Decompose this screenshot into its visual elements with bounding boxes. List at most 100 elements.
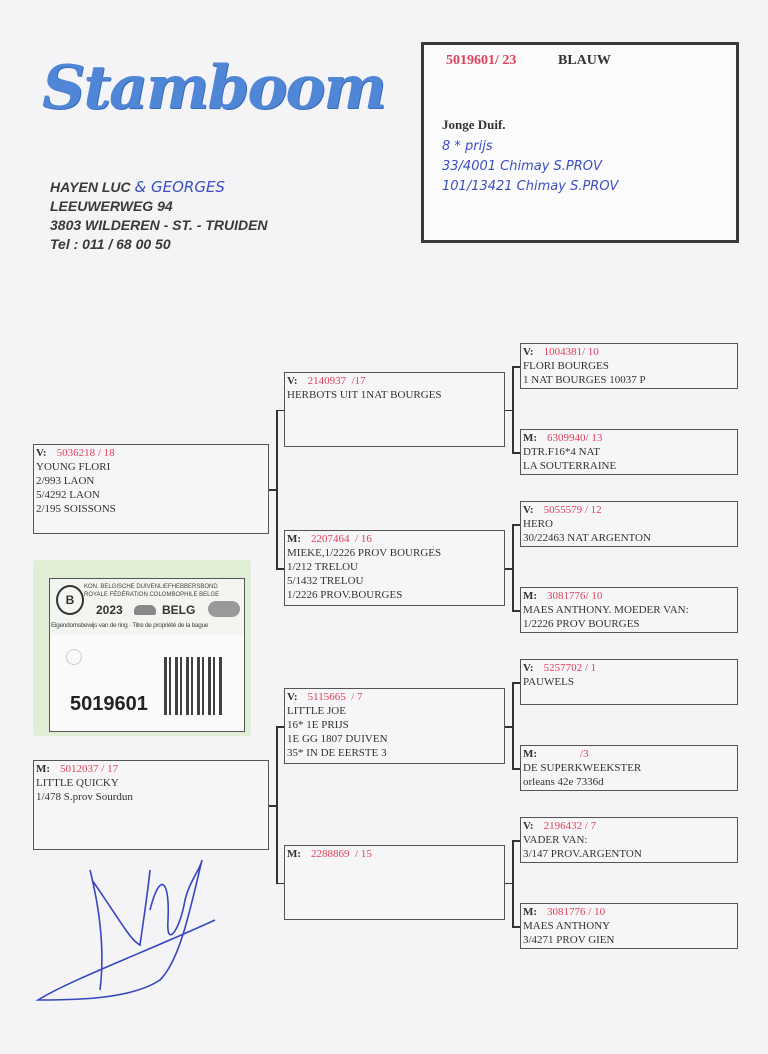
pedigree-line: 3/4271 PROV GIEN [523,934,615,946]
org-line-2: ROYALE FÉDÉRATION COLOMBOPHILE BELGE [84,592,220,598]
connector-line [512,768,520,770]
parent-role: V: [287,375,298,387]
gen2-sire-box: V: 5115665 / 7 LITTLE JOE 16* 1E PRIJS 1E GG… [284,688,505,764]
parent-role: V: [523,820,534,832]
gen3-sire-box: V: 5257702 / 1 PAUWELS [520,659,738,705]
gen1-dam-box: M: 5012037 / 17 LITTLE QUICKY 1/478 S.prov … [33,760,269,850]
ring-number: 5115665 / 7 [307,691,363,703]
fci-logo-icon [208,601,240,617]
pigeon-info-box: 5019601/ 23 BLAUW Jonge Duif. 8 * prijs … [421,42,739,243]
connector-line [512,682,514,768]
parent-role: V: [36,447,47,459]
pedigree-line: 1 NAT BOURGES 10037 P [523,374,646,386]
pedigree-line: MAES ANTHONY [523,920,611,932]
ring-number: 5055579 / 12 [543,504,602,516]
ring-country: BELG [162,603,196,617]
ring-number: 5012037 / 17 [60,763,119,775]
connector-line [512,452,520,454]
pedigree-line: 1/478 S.prov Sourdun [36,791,133,803]
connector-line [269,805,276,807]
connector-line [512,366,520,368]
org-line-1: KON. BELGISCHE DUIVENLIEFHEBBERSBOND [84,584,218,590]
pedigree-line: 1E GG 1807 DUIVEN [287,733,388,745]
card-title: Eigendomsbewijs van de ring · Titre de p… [51,622,209,629]
ring-number: 1004381/ 10 [543,346,599,358]
pedigree-line: LITTLE QUICKY [36,777,119,789]
owner-street: LEEUWERWEG 94 [50,198,173,214]
connector-line [276,409,278,568]
pigeon-color: BLAUW [558,53,611,68]
gen3-dam-box: M: 6309940/ 13 DTR.F16*4 NAT LA SOUTERRAINE [520,429,738,475]
parent-role: V: [287,691,298,703]
pedigree-line: 5/1432 TRELOU [287,575,364,587]
parent-role: M: [36,763,51,775]
pedigree-line: LITTLE JOE [287,705,346,717]
pedigree-line: DTR.F16*4 NAT [523,446,601,458]
connector-line [505,726,512,728]
connector-line [512,840,514,926]
ring-number: 5257702 / 1 [543,662,597,674]
pedigree-line: LA SOUTERRAINE [523,460,617,472]
crown-icon [134,605,156,615]
ring-number: 2288869 / 15 [311,848,372,860]
connector-line [276,882,284,884]
connector-line [512,610,520,612]
connector-line [512,926,520,928]
pedigree-line: 1/2226 PROV BOURGES [523,618,640,630]
ring-number: 3081776/ 10 [547,590,603,602]
pedigree-line: FLORI BOURGES [523,360,609,372]
connector-line [512,682,520,684]
connector-line [505,568,512,570]
ring-number: 2207464 / 16 [311,533,372,545]
pigeon-category: Jonge Duif. [442,117,506,132]
gen1-sire-box: V: 5036218 / 18 YOUNG FLORI 2/993 LAON 5/429… [33,444,269,534]
connector-line [512,366,514,452]
owner-handwritten-addition: & GEORGES [134,178,225,196]
parent-role: M: [523,432,538,444]
handwritten-result: 101/13421 Chimay S.PROV [442,179,619,194]
ring-number: /3 [547,748,589,760]
pedigree-line: 2/993 LAON [36,475,95,487]
pedigree-line: 2/195 SOISSONS [36,503,116,515]
federation-logo-icon: B [56,585,84,615]
pedigree-line: YOUNG FLORI [36,461,111,473]
parent-role: V: [523,662,534,674]
pedigree-line: MIEKE,1/2226 PROV BOURGES [287,547,442,559]
connector-line [512,524,520,526]
pedigree-line: orleans 42e 7336d [523,776,604,788]
pedigree-line: 1/2226 PROV.BOURGES [287,589,403,601]
pedigree-line: VADER VAN: [523,834,588,846]
gen3-dam-box: M: 3081776 / 10 MAES ANTHONY 3/4271 PROV GI… [520,903,738,949]
qr-code [164,657,222,715]
parent-role: M: [523,590,538,602]
handwritten-result: 8 * prijs [442,139,493,154]
connector-line [276,568,284,570]
connector-line [276,726,278,883]
pedigree-line: 5/4292 LAON [36,489,100,501]
pedigree-line: PAUWELS [523,676,574,688]
parent-role: M: [523,748,538,760]
ring-number: 3081776 / 10 [547,906,606,918]
parent-role: V: [523,504,534,516]
connector-line [505,409,512,411]
pedigree-line: 16* 1E PRIJS [287,719,349,731]
owner-phone: Tel : 011 / 68 00 50 [50,236,171,252]
connector-line [505,882,512,884]
connector-line [276,409,284,411]
punch-hole [66,649,82,665]
pedigree-line: 30/22463 NAT ARGENTON [523,532,651,544]
gen2-dam-box: M:2288869 / 15 [284,845,505,920]
stamboom-logo: Stamboom [42,53,387,123]
ring-number: 6309940/ 13 [547,432,603,444]
owner-address: HAYEN LUC & GEORGES LEEUWERWEG 94 3803 W… [50,178,268,254]
pedigree-line: HERBOTS UIT 1NAT BOURGES [287,389,442,401]
parent-role: M: [523,906,538,918]
ring-number: 5036218 / 18 [56,447,115,459]
pigeon-ring-number: 5019601/ 23 [446,53,517,68]
ring-number: 5019601 [70,693,148,715]
connector-line [276,726,284,728]
